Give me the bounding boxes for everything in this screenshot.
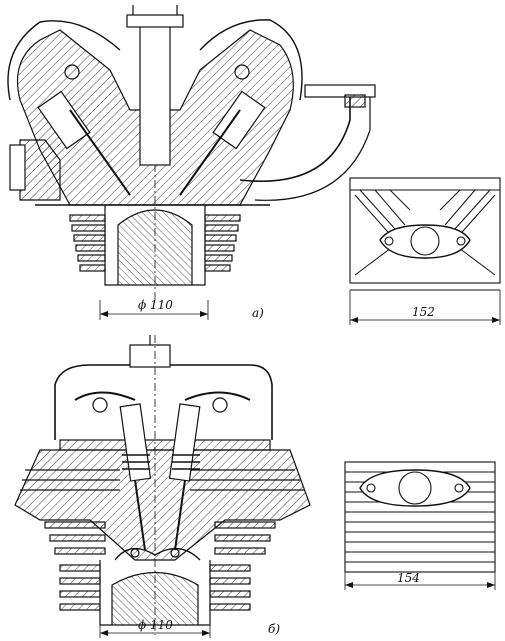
figure-b-valve-left <box>119 403 152 551</box>
figure-a-side-view <box>349 177 501 325</box>
figure-b-section-view <box>14 335 311 638</box>
figure-b-diameter-label: ϕ 110 <box>138 618 173 632</box>
figure-a-valve-left <box>37 64 131 196</box>
figure-a-rocker-cover-left <box>7 20 121 101</box>
figure-b-head-body <box>14 449 311 561</box>
figure-a-diameter-label: ϕ 110 <box>138 298 173 312</box>
figure-a-rocker-cover-right <box>199 19 303 101</box>
figure-a-port-flange <box>379 224 471 259</box>
figure-a-width-label: 152 <box>412 305 435 319</box>
figure-b-panel-label: б) <box>268 622 280 636</box>
figure-a-valve-right <box>179 64 266 196</box>
figure-a-exhaust-elbow <box>239 95 351 182</box>
figure-b-rocker-arms <box>74 391 251 413</box>
figure-a-center-column <box>139 24 171 166</box>
figure-b-valve-right <box>168 403 201 551</box>
figure-a-panel-label: a) <box>252 306 264 320</box>
figure-b-width-label: 154 <box>397 571 420 585</box>
figure-b-cylinder-fins <box>44 521 276 611</box>
figure-b-rocker-cover <box>54 364 273 440</box>
figure-a-section-view <box>7 5 376 320</box>
figure-b-head-fins <box>20 469 304 491</box>
figure-b-side-view <box>344 461 496 590</box>
